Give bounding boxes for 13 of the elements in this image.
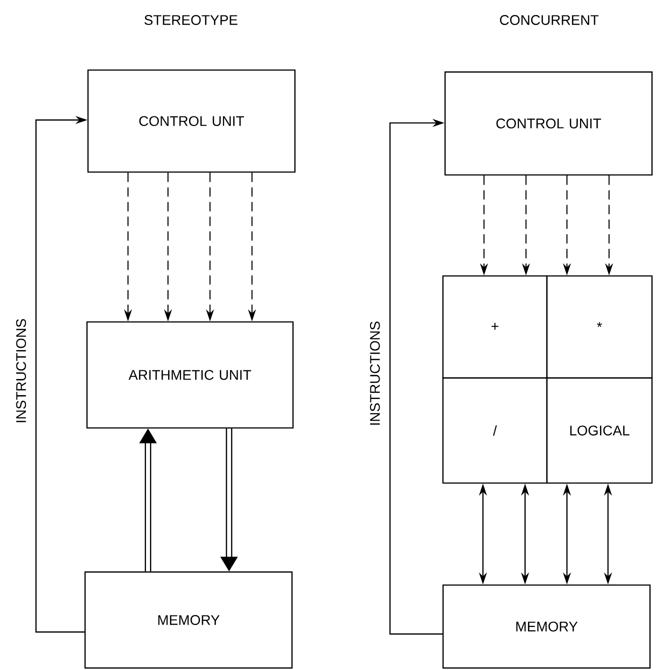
edge-label: INSTRUCTIONS xyxy=(368,320,382,428)
memory-box: MEMORY xyxy=(84,571,293,669)
operation-cell: + xyxy=(442,275,548,379)
operation-cell: * xyxy=(546,275,653,379)
operation-cell: LOGICAL xyxy=(546,377,653,484)
edge-label: INSTRUCTIONS xyxy=(14,317,28,425)
operation-cell: / xyxy=(442,377,548,484)
arithmetic-unit-box: ARITHMETIC UNIT xyxy=(86,321,294,429)
panel-title: CONCURRENT xyxy=(500,15,598,25)
control-unit-box: CONTROL UNIT xyxy=(444,71,653,176)
panel-title: STEREOTYPE xyxy=(144,15,238,25)
memory-box: MEMORY xyxy=(442,584,651,669)
control-unit-box: CONTROL UNIT xyxy=(87,69,296,173)
